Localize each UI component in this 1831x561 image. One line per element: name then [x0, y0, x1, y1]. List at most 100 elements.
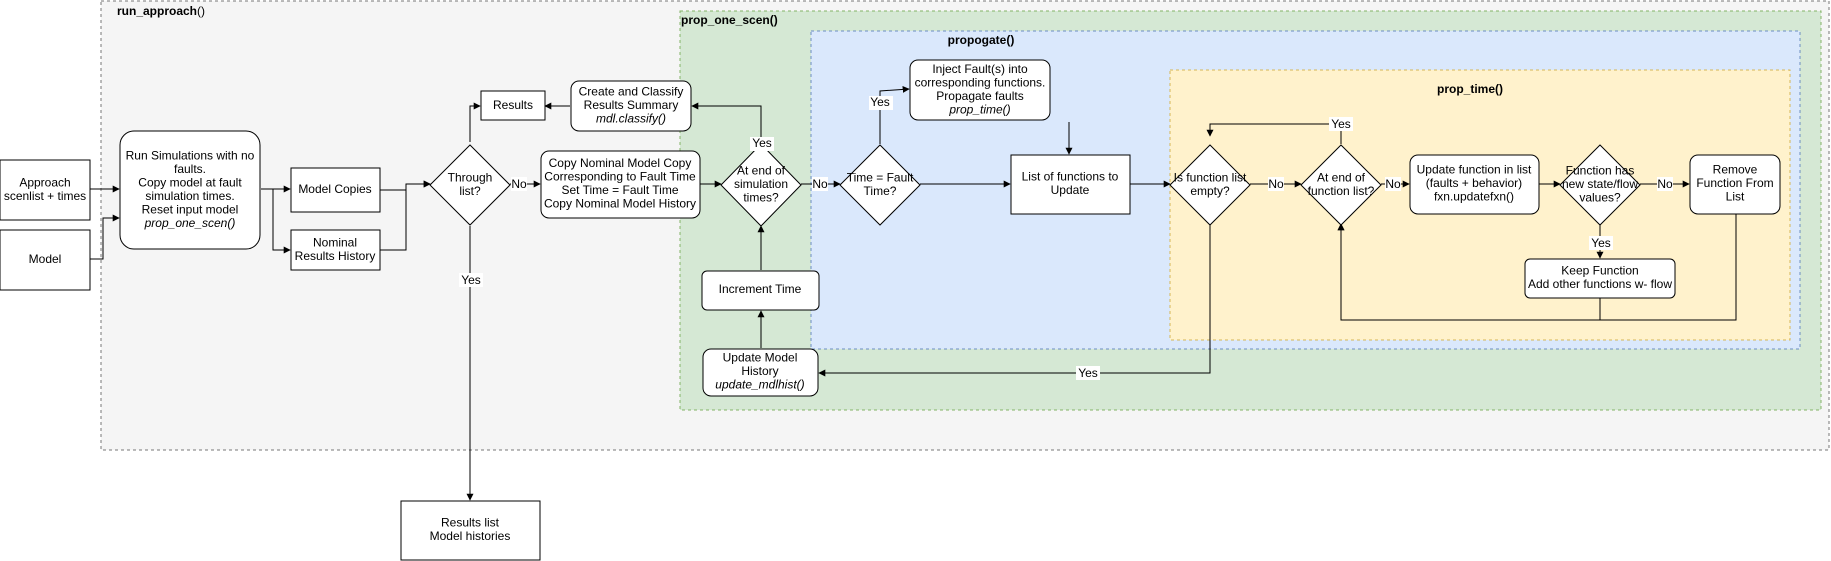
edge-keep-endfunc — [1337, 223, 1601, 321]
svg-text:Yes: Yes — [1331, 117, 1351, 131]
model-copies-node[interactable]: Model Copies — [290, 167, 381, 213]
svg-text:Model: Model — [29, 252, 62, 266]
edge-endsim-create-yes — [691, 102, 762, 142]
label-timefault-yes: Yes — [869, 95, 893, 110]
label-endsim-no: No — [812, 177, 828, 191]
update-function-node[interactable]: Update function in list(faults + behavio… — [1409, 154, 1540, 215]
end-sim-label-line: times? — [743, 191, 779, 205]
increment-label-line: Increment Time — [719, 282, 802, 296]
create-classify-label-line: Create and Classify — [579, 85, 684, 99]
create-classify-label-line: Results Summary — [584, 98, 679, 112]
label-endfunc-no: No — [1385, 177, 1401, 191]
func-list-label-line: Update — [1051, 183, 1090, 197]
keep-func-label-line: Keep Function — [1561, 263, 1638, 277]
label-endsim-yes: Yes — [750, 136, 774, 151]
create-classify-label-line: mdl.classify() — [596, 112, 666, 126]
edge-timefault-inject-yes — [879, 85, 910, 144]
svg-text:Yes: Yes — [1078, 366, 1098, 380]
edge-labels: No Yes Yes No Yes No Yes Yes No No Yes — [459, 95, 1673, 380]
run-sims-label-line: prop_one_scen() — [144, 216, 236, 230]
list-empty-label-line: Is function list — [1174, 170, 1247, 184]
group-propogate-label: propogate() — [948, 33, 1015, 47]
update-hist-label-line: Update Model — [723, 351, 798, 365]
end-func-list-label-line: At end of — [1317, 170, 1366, 184]
copy-nominal-label-line: Copy Nominal Model Copy — [549, 156, 692, 170]
time-fault-label-line: Time = Fault — [847, 170, 914, 184]
update-func-label-line: fxn.updatefxn() — [1434, 190, 1514, 204]
approach-label-line: Approach — [19, 175, 70, 189]
end-func-list-label-line: function list? — [1308, 184, 1375, 198]
svg-text:Update function in list(faults: Update function in list(faults + behavio… — [1417, 163, 1532, 204]
svg-text:No: No — [812, 177, 828, 191]
svg-text:Model Copies: Model Copies — [298, 182, 371, 196]
through-list-label-line: Through — [448, 170, 493, 184]
results-label-line: Results — [493, 98, 533, 112]
svg-text:Results: Results — [493, 98, 533, 112]
inject-label-line: corresponding functions. — [915, 75, 1046, 89]
copy-nominal-label-line: Corresponding to Fault Time — [544, 169, 696, 183]
keep-func-label-line: Add other functions w- flow — [1528, 277, 1672, 291]
update-hist-label-line: update_mdlhist() — [715, 378, 804, 392]
new-state-label-line: values? — [1579, 191, 1621, 205]
inject-label-line: Propagate faults — [936, 89, 1023, 103]
nominal-hist-label-line: Nominal — [313, 235, 357, 249]
label-through-no: No — [511, 177, 527, 191]
edge-endfunc-listempty-yes — [1206, 123, 1342, 144]
run-sims-label-line: faults. — [174, 162, 206, 176]
run-sims-label-line: Run Simulations with no — [126, 148, 255, 162]
edge-model-runsims — [90, 214, 120, 260]
svg-text:Yes: Yes — [870, 95, 890, 109]
group-prop-time-label: prop_time() — [1437, 82, 1503, 96]
inject-label-line: Inject Fault(s) into — [932, 62, 1028, 76]
svg-text:Increment Time: Increment Time — [719, 282, 802, 296]
edge-runsims-nominal — [261, 188, 291, 254]
edge-through-results — [469, 102, 481, 142]
model-node[interactable]: Model — [0, 229, 91, 291]
remove-func-label-line: List — [1726, 190, 1745, 204]
label-endfunc-yes: Yes — [1329, 117, 1353, 131]
svg-text:No: No — [1268, 177, 1284, 191]
remove-func-label-line: Function From — [1696, 176, 1773, 190]
nominal-hist-label-line: Results History — [295, 249, 376, 263]
list-empty-label-line: empty? — [1190, 184, 1230, 198]
label-listempty-yes: Yes — [1076, 366, 1100, 380]
group-prop-one-scen-label: prop_one_scen() — [681, 13, 778, 27]
label-newstate-yes: Yes — [1589, 236, 1613, 250]
approach-label-line: scenlist + times — [4, 189, 86, 203]
inject-label-line: prop_time() — [948, 102, 1010, 116]
increment-time-node[interactable]: Increment Time — [701, 270, 820, 311]
run-sims-label-line: Copy model at fault — [138, 175, 242, 189]
results-node[interactable]: Results — [480, 90, 546, 121]
new-state-label-line: Function has — [1566, 164, 1635, 178]
group-run-approach-label: run_approach() — [117, 4, 205, 18]
